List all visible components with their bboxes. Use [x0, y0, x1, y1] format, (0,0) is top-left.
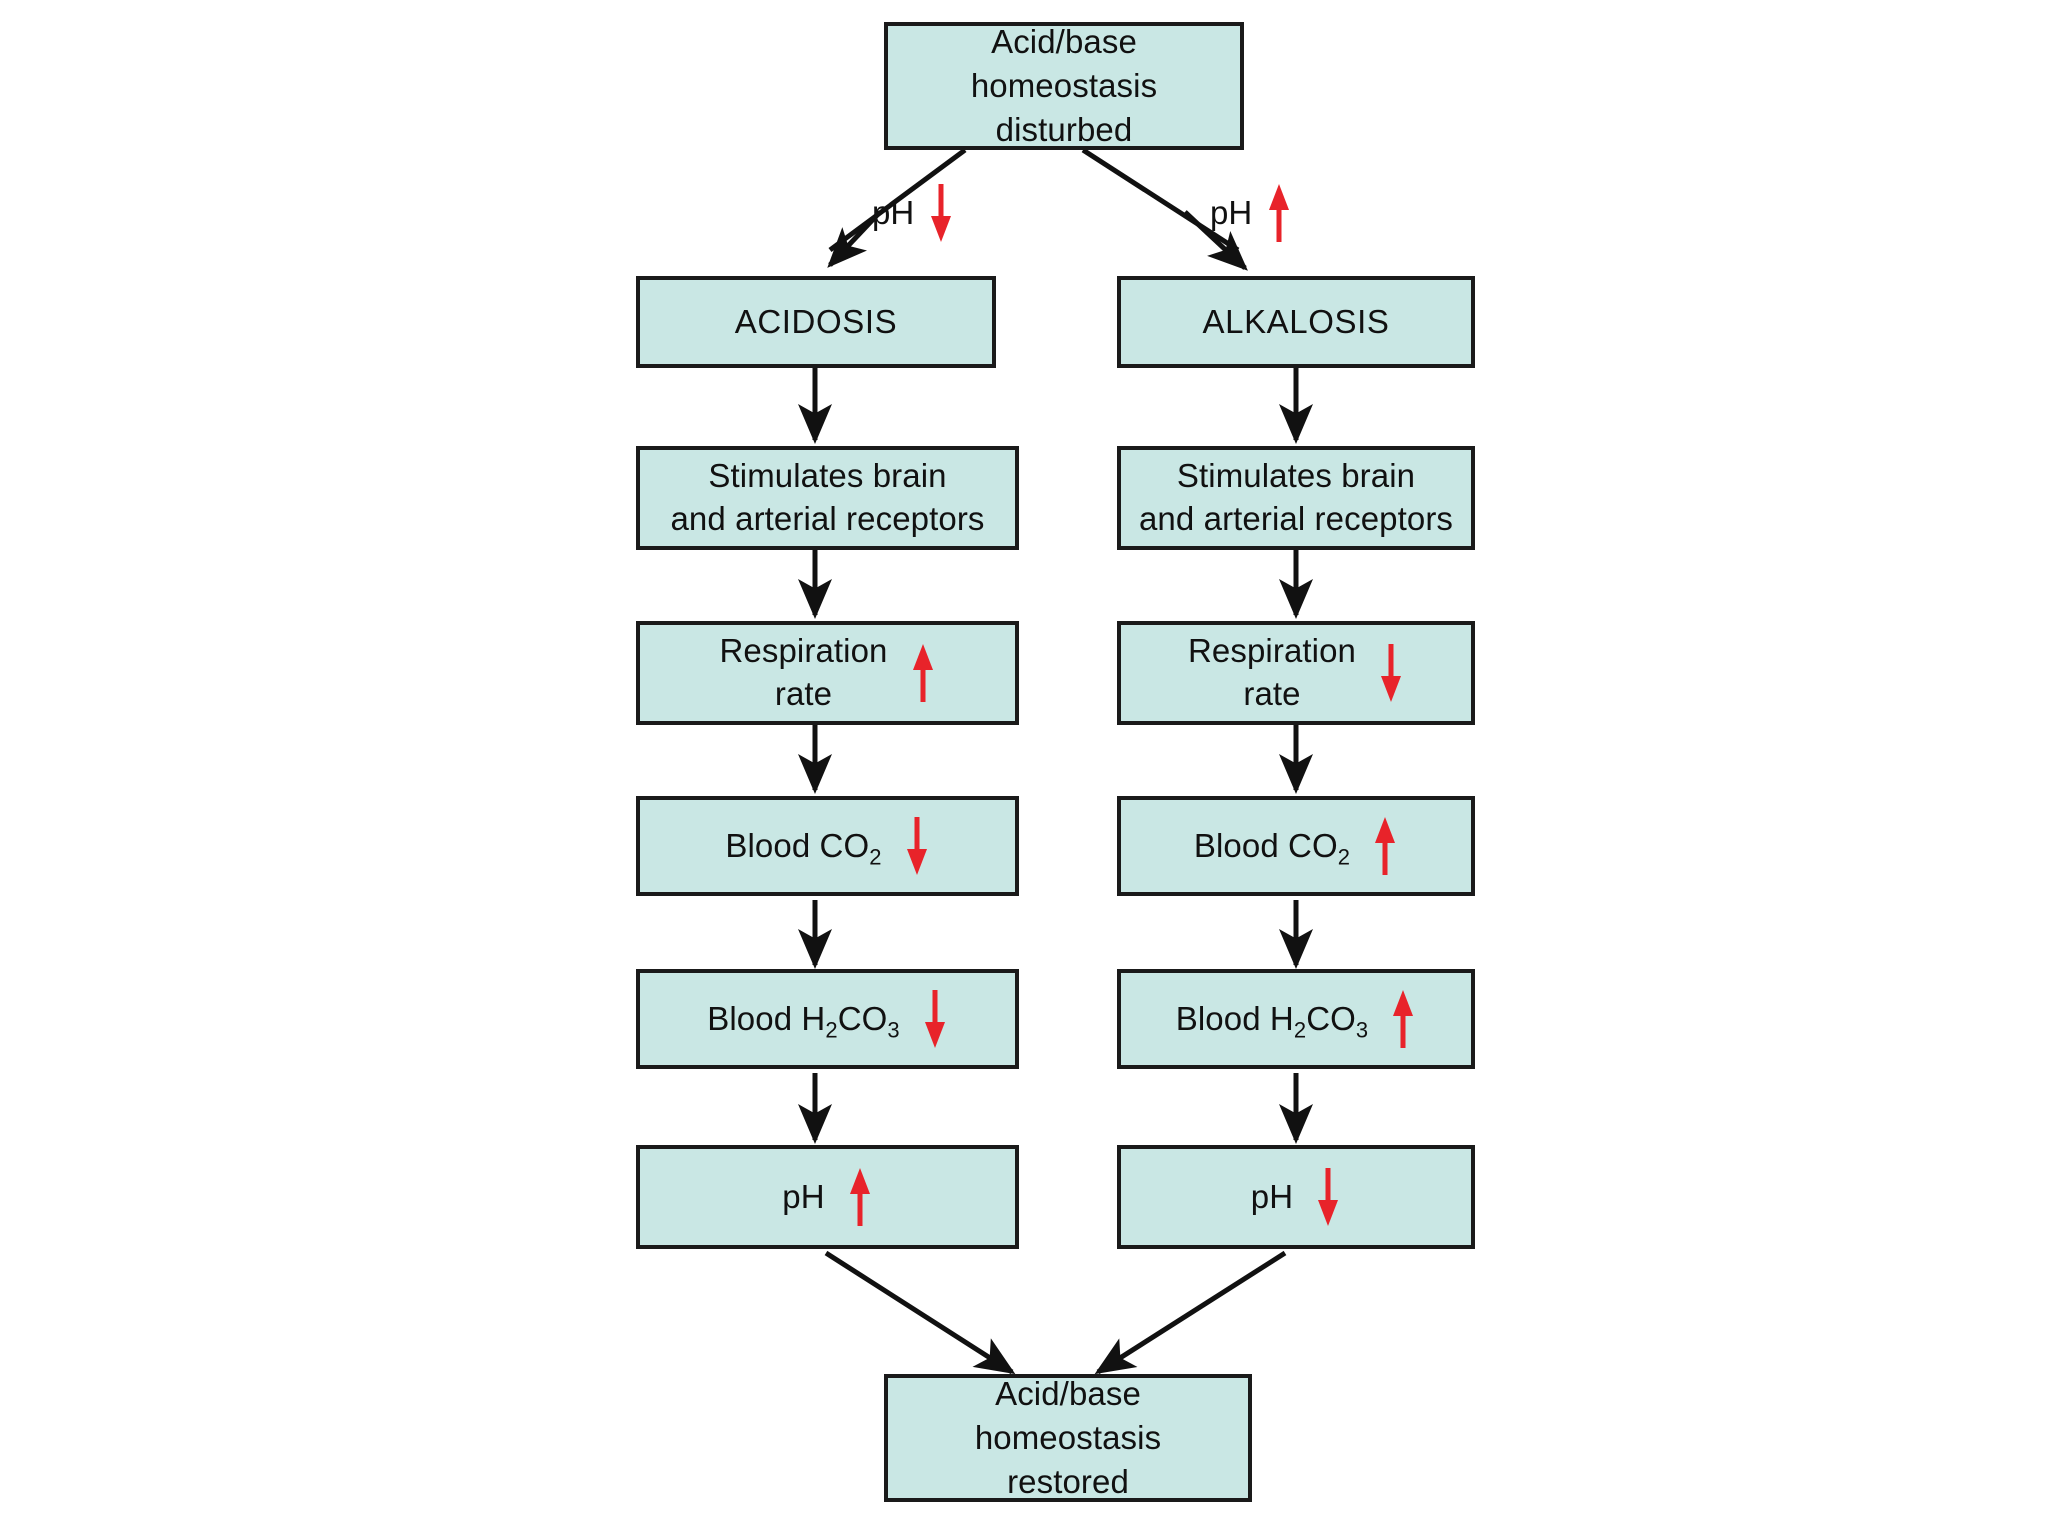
- node-left-blood-h2co3: Blood H2CO3: [636, 969, 1019, 1069]
- node-label: ALKALOSIS: [1202, 302, 1390, 340]
- node-label: Blood H2CO3: [707, 998, 900, 1041]
- node-right-stimulates-receptors: Stimulates brain and arterial receptors: [1117, 446, 1475, 550]
- node-alkalosis: ALKALOSIS: [1117, 276, 1475, 368]
- trend-arrow-up-icon: [1390, 988, 1416, 1050]
- node-acid-base-homeostasis-disturbed: Acid/base homeostasis disturbed: [884, 22, 1244, 150]
- trend-arrow-up-icon: [1266, 182, 1292, 244]
- node-label: pH: [1250, 1177, 1294, 1215]
- node-label: Stimulates brain and arterial receptors: [1138, 457, 1454, 537]
- node-content: Blood H2CO3: [707, 988, 948, 1050]
- node-label: Respiration rate: [1187, 632, 1357, 712]
- node-label: Acid/base homeostasis disturbed: [970, 22, 1158, 149]
- node-left-stimulates-receptors: Stimulates brain and arterial receptors: [636, 446, 1019, 550]
- node-acidosis: ACIDOSIS: [636, 276, 996, 368]
- formula-mid: CO: [1306, 999, 1356, 1037]
- formula-subscript: 2: [869, 844, 882, 870]
- node-content: Blood CO2: [725, 815, 929, 877]
- node-label: Blood CO2: [1194, 825, 1350, 868]
- node-content: Respiration rate: [1188, 630, 1404, 716]
- node-left-ph: pH: [636, 1145, 1019, 1249]
- node-right-ph: pH: [1117, 1145, 1475, 1249]
- node-right-respiration-rate: Respiration rate: [1117, 621, 1475, 725]
- trend-arrow-up-icon: [910, 642, 936, 704]
- formula-subscript-2: 3: [887, 1017, 900, 1043]
- node-label: Stimulates brain and arterial receptors: [670, 457, 985, 537]
- node-label: Respiration rate: [719, 632, 888, 712]
- fork-label-text: pH: [872, 194, 915, 231]
- node-label: Acid/base homeostasis restored: [974, 1374, 1162, 1501]
- node-label: pH: [782, 1177, 825, 1215]
- trend-arrow-down-icon: [1315, 1166, 1341, 1228]
- node-right-blood-co2: Blood CO2: [1117, 796, 1475, 896]
- node-left-respiration-rate: Respiration rate: [636, 621, 1019, 725]
- node-acid-base-homeostasis-restored: Acid/base homeostasis restored: [884, 1374, 1252, 1502]
- node-content: Blood H2CO3: [1176, 988, 1417, 1050]
- fork-label-ph-up: pH: [1210, 182, 1292, 244]
- fork-label-text: pH: [1210, 194, 1253, 231]
- node-right-blood-h2co3: Blood H2CO3: [1117, 969, 1475, 1069]
- formula-base: Blood H: [1175, 999, 1294, 1037]
- trend-arrow-down-icon: [904, 815, 930, 877]
- formula-base: Blood CO: [725, 826, 870, 864]
- node-left-blood-co2: Blood CO2: [636, 796, 1019, 896]
- trend-arrow-down-icon: [922, 988, 948, 1050]
- trend-arrow-down-icon: [1378, 642, 1404, 704]
- node-content: pH: [1251, 1166, 1341, 1228]
- node-content: Blood CO2: [1194, 815, 1398, 877]
- node-content: pH: [782, 1166, 872, 1228]
- trend-arrow-up-icon: [847, 1166, 873, 1228]
- formula-mid: CO: [837, 999, 888, 1037]
- node-label: ACIDOSIS: [734, 302, 898, 340]
- node-label: Blood CO2: [725, 825, 881, 868]
- node-content: Respiration rate: [719, 630, 935, 716]
- formula-base: Blood H: [707, 999, 826, 1037]
- formula-subscript-2: 3: [1355, 1017, 1369, 1043]
- formula-subscript: 2: [1337, 844, 1351, 870]
- formula-base: Blood CO: [1193, 826, 1338, 864]
- formula-subscript: 2: [825, 1017, 838, 1043]
- node-label: Blood H2CO3: [1176, 998, 1369, 1041]
- trend-arrow-up-icon: [1372, 815, 1398, 877]
- formula-subscript: 2: [1293, 1017, 1307, 1043]
- trend-arrow-down-icon: [928, 182, 954, 244]
- fork-label-ph-down: pH: [872, 182, 954, 244]
